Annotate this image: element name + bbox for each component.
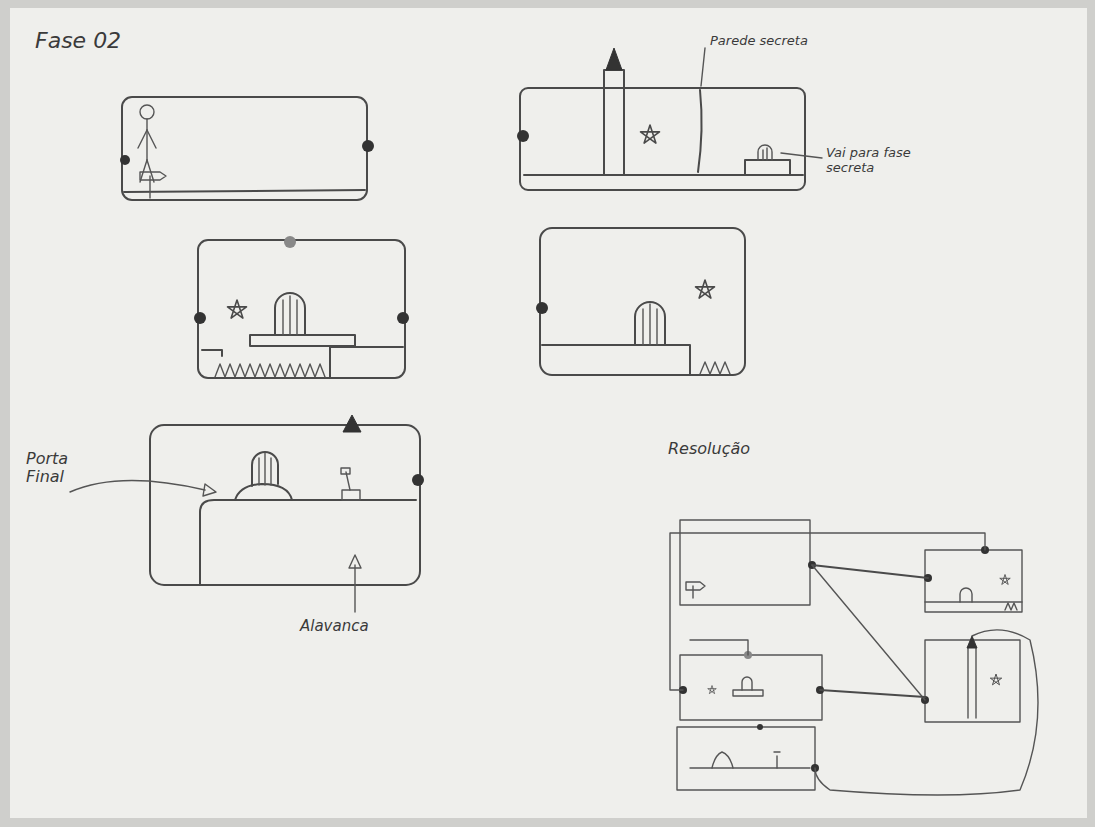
callout-label: Vai para fase secreta	[826, 146, 926, 176]
room-secret-wall	[517, 48, 822, 190]
room-final	[70, 415, 424, 612]
section-heading: Resolução	[668, 440, 788, 458]
room-spikes-door	[194, 236, 409, 378]
room-start	[120, 97, 374, 200]
callout-label: Alavanca	[300, 618, 410, 635]
callout-label: Parede secreta	[710, 34, 860, 49]
paper-sheet	[10, 8, 1087, 818]
page-title: Fase 02	[35, 28, 121, 53]
callout-label: Porta Final	[26, 450, 96, 487]
solution-map	[670, 520, 1038, 795]
room-door-star	[536, 228, 745, 375]
